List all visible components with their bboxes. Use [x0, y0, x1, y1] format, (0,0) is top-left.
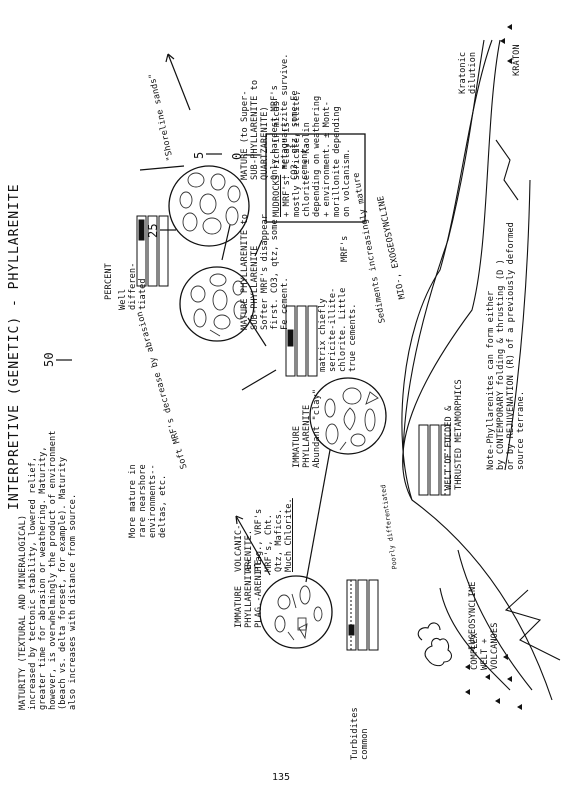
note-line-2: by CONTEMPORARY folding & thrusting (D ): [496, 253, 506, 470]
sample-circles: [168, 165, 387, 649]
volcano-marks: [465, 24, 522, 710]
nearshore-line-2: rare nearshore: [138, 464, 148, 538]
well-diff-line-1: Well: [118, 288, 128, 310]
flow-arrows: [139, 53, 331, 583]
maturity-note-line-4: however, is overwhelmingly the product o…: [48, 430, 58, 710]
kratonic-line-2: dilution: [468, 51, 478, 94]
maturity-note-line-5: (beach vs. delta foreset, for example). …: [58, 456, 68, 710]
sample-circle-immature-phyll: [309, 377, 387, 455]
scale-mrf: MRF's: [340, 235, 350, 262]
nearshore-line-3: environments--: [148, 464, 158, 538]
nearshore-line-1: More mature in: [128, 464, 138, 538]
basement-line: [402, 39, 553, 701]
welt-folded-line-2: THRUSTED METAMORPHICS: [454, 379, 464, 490]
grain-textures: [179, 172, 379, 641]
complex-welt-line-2: WELT +: [480, 638, 490, 670]
complex-welt-line-3: VOLCANOES: [490, 622, 500, 670]
note-line-3: or by REJUVENATION (R) of a previously d…: [506, 222, 516, 470]
page-number: 135: [272, 772, 291, 783]
scale-ticks: [56, 153, 260, 361]
diagram-title: INTERPRETIVE (GENETIC) - PHYLLARENITE: [7, 183, 22, 510]
kraton-label: KRATON: [512, 44, 522, 76]
sample-circle-immature-plag: [259, 575, 333, 649]
well-diff-line-2: differen-: [128, 262, 138, 310]
mudrocks-box: [265, 133, 366, 223]
kratonic-line-1: Kratonic: [458, 51, 468, 94]
nearshore-line-4: deltas, etc.: [158, 474, 168, 538]
grain-size-columns: [136, 215, 451, 651]
maturity-note-line-6: also increases with distance from source…: [68, 493, 78, 710]
sample-circle-mature-super: [168, 165, 250, 247]
sample-circle-mature-phyll: [179, 266, 255, 342]
scale-tick-50: 50: [42, 352, 56, 367]
complex-welt-line-1: COMPLEX: [470, 633, 480, 670]
scale-tick-25: 25: [146, 223, 160, 238]
note-line-1: Note-Phyllarenites can form either: [486, 290, 496, 470]
maturity-note-line-1: MATURITY (TEXTURAL AND MINERALOGICAL): [18, 514, 28, 710]
basin-cross-section: [401, 39, 561, 701]
welt-folded-line-1: WELT OF FOLDED &: [444, 405, 454, 490]
scale-unit: PERCENT: [104, 263, 114, 300]
note-line-4: source terrane.: [516, 390, 526, 470]
maturity-note-line-2: increased by tectonic stability, lowered…: [28, 456, 38, 710]
scale-tick-5: 5: [192, 151, 206, 159]
turbidites-line-2: common: [360, 728, 370, 760]
maturity-note-line-3: greater time for abrasion or weathering.…: [38, 446, 48, 710]
turbidites-line-1: Turbidites: [350, 707, 360, 760]
well-diff-line-3: tiated: [138, 278, 148, 310]
